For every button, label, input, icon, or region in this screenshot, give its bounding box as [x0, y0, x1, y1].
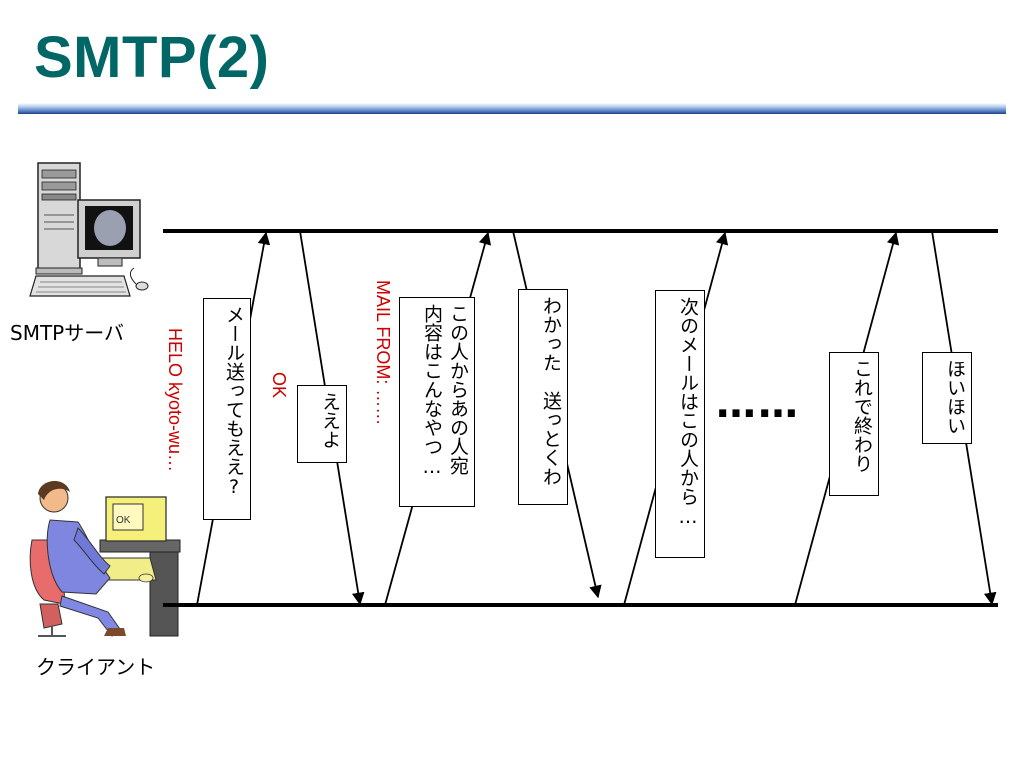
client-label: クライアント: [36, 655, 156, 679]
bye-dialog-box: ほいほい: [922, 352, 972, 444]
continuation-ellipsis: ……: [716, 381, 800, 427]
server-label: SMTPサーバ: [10, 321, 125, 345]
mail-from-command-label: MAIL FROM: ……: [373, 280, 393, 426]
client-person-icon: OK: [29, 480, 181, 637]
quit-dialog-box: これで終わり: [829, 352, 879, 496]
server-computer-icon: [29, 162, 149, 297]
title-underline: [18, 103, 1006, 114]
mail-from-dialog-box: この人からあの人宛 内容はこんなやつ…: [399, 297, 475, 507]
helo-dialog-box: メール送ってもええ?: [203, 298, 251, 520]
next-mail-dialog-box: 次のメールはこの人から…: [655, 290, 705, 558]
ack-dialog-box: わかった 送っとくわ: [518, 289, 568, 505]
ok-reply-label: OK: [269, 372, 289, 399]
svg-text:OK: OK: [116, 515, 131, 526]
slide-title: SMTP(2): [34, 25, 270, 90]
ok-dialog-box: ええよ: [297, 385, 347, 463]
helo-command-label: HELO kyoto-wu…: [165, 328, 185, 473]
